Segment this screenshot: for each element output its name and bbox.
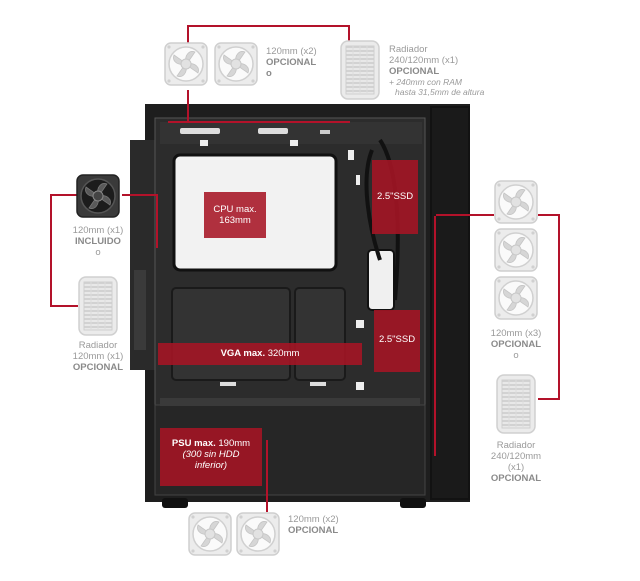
cpu-clearance-box: CPU max. 163mm (204, 192, 266, 238)
front-fans-label: 120mm (x3) OPCIONAL o (490, 328, 542, 361)
fan-icon (76, 174, 120, 218)
connector-rear-to-case (122, 194, 158, 196)
fan-icon (236, 512, 280, 556)
connector-top-left-v (187, 25, 189, 45)
bottom-fans-label: 120mm (x2) OPCIONAL (288, 514, 339, 536)
rear-radiator-label: Radiador 120mm (x1) OPCIONAL (72, 340, 124, 373)
fan-icon (494, 276, 538, 320)
connector-top-h (187, 25, 350, 27)
connector-top-bar (168, 121, 350, 123)
connector-top-down (187, 90, 189, 122)
rear-fan-label: 120mm (x1) INCLUIDO o (72, 225, 124, 258)
vga-clearance-box: VGA max. 320mm (158, 343, 362, 365)
connector-front-v (558, 214, 560, 400)
fan-icon (164, 42, 208, 86)
connector-rear-top-h (50, 194, 78, 196)
connector-front-right-h (538, 214, 560, 216)
front-radiator-label: Radiador 240/120mm (x1) OPCIONAL (490, 440, 542, 484)
connector-bottom-v (266, 440, 268, 512)
fan-icon (214, 42, 258, 86)
psu-clearance-box: PSU max. 190mm (300 sin HDD inferior) (160, 428, 262, 486)
fan-icon (494, 180, 538, 224)
connector-rear-v (50, 194, 52, 306)
ssd-top-box: 2.5"SSD (372, 160, 418, 234)
radiator-icon (496, 374, 536, 434)
fan-icon (494, 228, 538, 272)
radiator-icon (340, 40, 380, 100)
connector-rear-bar (156, 194, 158, 248)
connector-front-bar (434, 216, 436, 456)
top-radiator-label: Radiador 240/120mm (x1) OPCIONAL + 240mm… (389, 44, 485, 97)
connector-front-h (436, 214, 494, 216)
radiator-icon (78, 276, 118, 336)
top-fans-label: 120mm (x2) OPCIONAL o (266, 46, 317, 79)
connector-top-right-v (348, 25, 350, 41)
connector-rear-bottom-h (50, 305, 78, 307)
ssd-bottom-box: 2.5"SSD (374, 310, 420, 372)
fan-icon (188, 512, 232, 556)
connector-front-bottom-h (538, 398, 560, 400)
